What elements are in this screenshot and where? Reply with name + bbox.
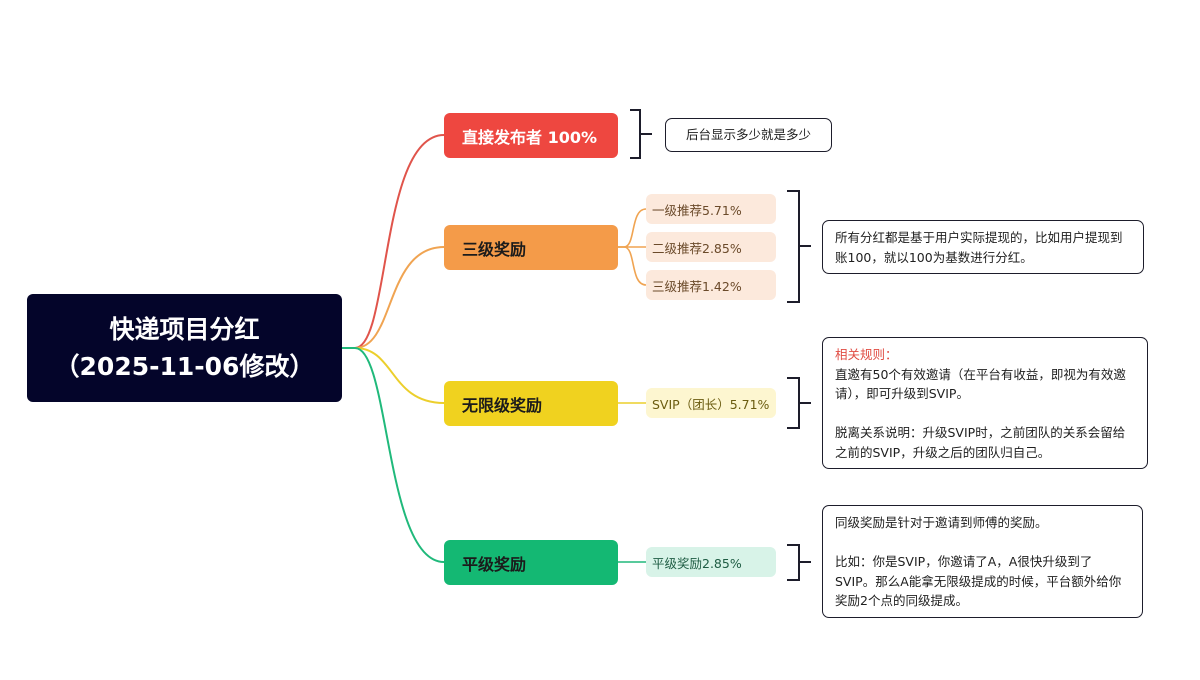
leaf-label: SVIP（团长）5.71% xyxy=(652,396,770,412)
root-node[interactable]: 快递项目分红 （2025-11-06修改） xyxy=(27,294,342,402)
bracket-1 xyxy=(630,109,652,159)
branch-label: 三级奖励 xyxy=(462,239,527,259)
connector-root-branch-3 xyxy=(342,347,445,404)
note-peer-reward[interactable]: 同级奖励是针对于邀请到师傅的奖励。 比如：你是SVIP，你邀请了A，A很快升级到… xyxy=(822,505,1143,618)
leaf-label: 二级推荐2.85% xyxy=(652,240,742,256)
leaf-third-level-referral[interactable]: 三级推荐1.42% xyxy=(646,270,776,300)
connector-branch2-leaf3 xyxy=(618,246,647,286)
branch-label: 无限级奖励 xyxy=(462,395,543,415)
branch-label: 平级奖励 xyxy=(462,554,527,574)
leaf-second-level-referral[interactable]: 二级推荐2.85% xyxy=(646,232,776,262)
leaf-label: 平级奖励2.85% xyxy=(652,555,742,571)
branch-three-level-reward[interactable]: 三级奖励 xyxy=(444,225,618,270)
connector-branch2-leaf1 xyxy=(618,208,647,248)
branch-peer-reward[interactable]: 平级奖励 xyxy=(444,540,618,585)
note-text: 所有分红都是基于用户实际提现的，比如用户提现到账100，就以100为基数进行分红… xyxy=(835,230,1123,265)
leaf-label: 三级推荐1.42% xyxy=(652,278,742,294)
connector-root-branch-2 xyxy=(342,246,445,349)
note-gap xyxy=(835,533,1130,553)
leaf-label: 一级推荐5.71% xyxy=(652,202,742,218)
note-text: 直邀有50个有效邀请（在平台有收益，即视为有效邀请），即可升级到SVIP。 xyxy=(835,366,1126,402)
root-subtitle: （2025-11-06修改） xyxy=(54,352,315,381)
leaf-peer-reward[interactable]: 平级奖励2.85% xyxy=(646,547,776,577)
note-text: 脱离关系说明：升级SVIP时，之前团队的关系会留给之前的SVIP，升级之后的团队… xyxy=(835,425,1126,460)
note-direct-publisher[interactable]: 后台显示多少就是多少 xyxy=(665,118,832,152)
note-text: 后台显示多少就是多少 xyxy=(685,127,811,143)
connector-root-branch-1 xyxy=(342,134,445,349)
note-text: 比如：你是SVIP，你邀请了A，A很快升级到了SVIP。那么A能拿无限级提成的时… xyxy=(835,554,1122,608)
root-title: 快递项目分红 xyxy=(109,315,260,344)
branch-unlimited-reward[interactable]: 无限级奖励 xyxy=(444,381,618,426)
note-three-level-reward[interactable]: 所有分红都是基于用户实际提现的，比如用户提现到账100，就以100为基数进行分红… xyxy=(822,220,1144,274)
branch-direct-publisher[interactable]: 直接发布者 100% xyxy=(444,113,618,158)
note-unlimited-reward[interactable]: 相关规则： 直邀有50个有效邀请（在平台有收益，即视为有效邀请），即可升级到SV… xyxy=(822,337,1148,469)
branch-label: 直接发布者 100% xyxy=(462,127,598,147)
note-title: 相关规则： xyxy=(835,347,898,362)
leaf-svip-leader[interactable]: SVIP（团长）5.71% xyxy=(646,388,776,418)
leaf-first-level-referral[interactable]: 一级推荐5.71% xyxy=(646,194,776,224)
bracket-4 xyxy=(787,544,811,581)
connector-root-branch-4 xyxy=(342,347,445,563)
note-gap xyxy=(835,404,1135,424)
bracket-2 xyxy=(787,190,811,303)
note-text: 同级奖励是针对于邀请到师傅的奖励。 xyxy=(835,515,1048,530)
bracket-3 xyxy=(787,377,811,429)
